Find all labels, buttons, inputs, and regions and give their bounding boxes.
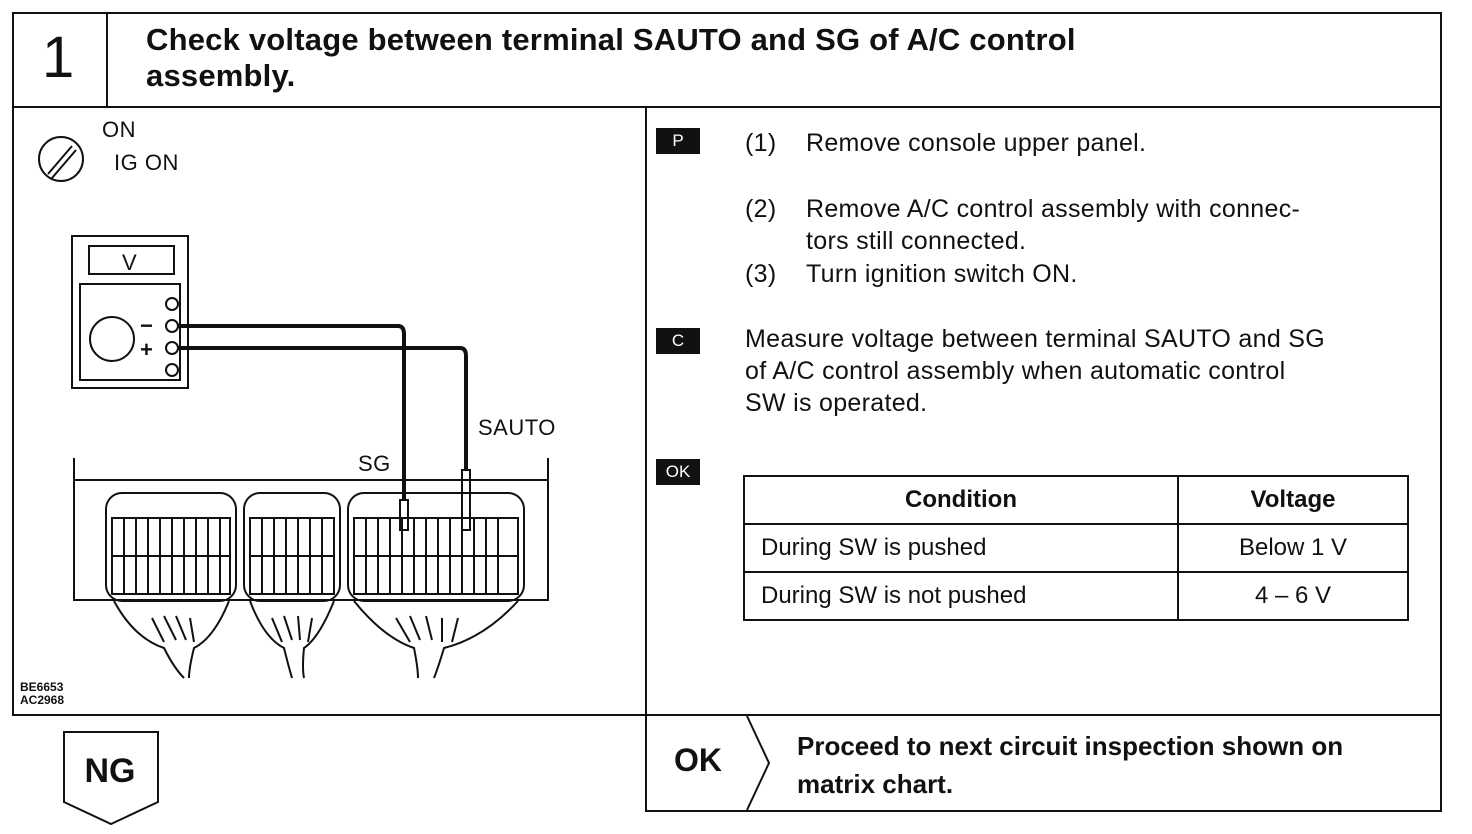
wiring-diagram [38, 136, 549, 679]
ng-result-badge [63, 731, 159, 826]
step-title-line1: Check voltage between terminal SAUTO and… [146, 22, 1076, 57]
ok-next-line1: Proceed to next circuit inspection shown… [797, 731, 1344, 761]
connector-middle [243, 492, 341, 602]
step2-line2: tors still connected. [806, 227, 1027, 255]
body-divider [645, 106, 647, 810]
meter-minus-label: − [140, 313, 154, 338]
figure-code-line2: AC2968 [20, 693, 65, 707]
terminal-sauto-label: SAUTO [478, 415, 556, 440]
table-row: During SW is pushed Below 1 V [743, 523, 1409, 573]
ok-next-text: Proceed to next circuit inspection shown… [797, 727, 1343, 803]
step3-text: Turn ignition switch ON. [806, 260, 1078, 288]
step-number: 1 [42, 25, 75, 90]
step2-text: Remove A/C control assembly with connec-… [806, 193, 1300, 257]
ok-next-line2: matrix chart. [797, 769, 954, 799]
voltmeter-icon [71, 235, 189, 389]
step-title-line2: assembly. [146, 58, 296, 93]
measure-line3: SW is operated. [745, 389, 928, 417]
wire-harness [113, 600, 519, 679]
ng-label: NG [84, 752, 136, 790]
ignition-key-icon [38, 136, 84, 182]
connector-right [347, 492, 525, 602]
ok-arrow-divider [746, 716, 771, 810]
switch-on-label: ON [102, 117, 136, 142]
measure-text: Measure voltage between terminal SAUTO a… [745, 323, 1325, 419]
ok-result-panel [645, 714, 1442, 812]
step2-num: (2) [745, 195, 777, 223]
procedure-tag: P [656, 128, 700, 154]
terminal-sg-label: SG [358, 451, 391, 476]
figure-code-line1: BE6653 [20, 680, 64, 694]
step-divider [106, 12, 108, 108]
ok-tag: OK [656, 459, 700, 485]
meter-v-label: V [122, 250, 138, 275]
meter-plus-label: + [140, 337, 154, 362]
measure-line2: of A/C control assembly when automatic c… [745, 357, 1286, 385]
step-title: Check voltage between terminal SAUTO and… [146, 22, 1076, 94]
spec-header-condition: Condition [743, 475, 1179, 525]
switch-ig-on-label: IG ON [114, 150, 179, 175]
spec-cell-condition: During SW is pushed [743, 523, 1179, 573]
spec-cell-condition: During SW is not pushed [743, 571, 1179, 621]
spec-table: Condition Voltage During SW is pushed Be… [743, 475, 1409, 621]
spec-cell-voltage: 4 – 6 V [1177, 571, 1409, 621]
connector-left [105, 492, 237, 602]
step1-text: Remove console upper panel. [806, 129, 1147, 157]
spec-table-header: Condition Voltage [743, 475, 1409, 525]
ok-label: OK [674, 742, 722, 778]
figure-code: BE6653 AC2968 [20, 681, 64, 707]
measure-line1: Measure voltage between terminal SAUTO a… [745, 325, 1325, 353]
table-row: During SW is not pushed 4 – 6 V [743, 571, 1409, 621]
step3-num: (3) [745, 260, 777, 288]
check-tag: C [656, 328, 700, 354]
spec-cell-voltage: Below 1 V [1177, 523, 1409, 573]
step1-num: (1) [745, 129, 777, 157]
spec-header-voltage: Voltage [1177, 475, 1409, 525]
step2-line1: Remove A/C control assembly with connec- [806, 195, 1301, 223]
